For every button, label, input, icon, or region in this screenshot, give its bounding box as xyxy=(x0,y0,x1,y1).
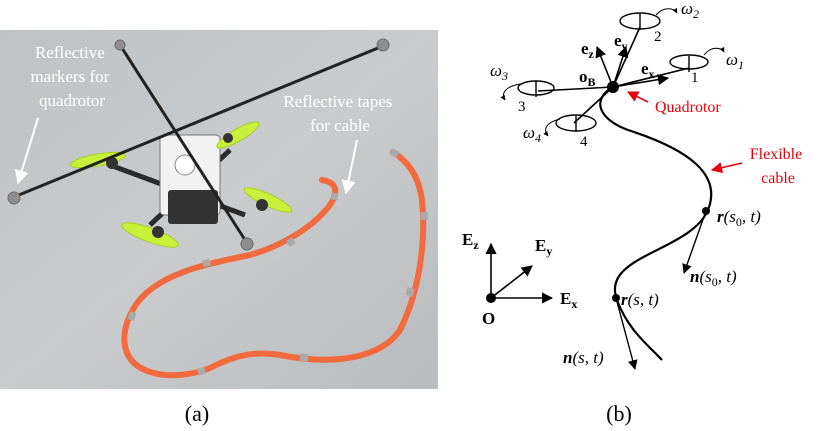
body-z-e: e xyxy=(581,39,589,58)
n0-rest: , t) xyxy=(718,267,737,286)
r-vec: r xyxy=(621,290,628,309)
label-r-s-t: r(s, t) xyxy=(621,290,659,309)
world-z-E: E xyxy=(462,230,473,249)
body-axis-x-label: ex xyxy=(641,59,655,81)
label-n-s-t: n(s, t) xyxy=(563,348,604,367)
normal-vector-s xyxy=(615,297,638,370)
rotor-4-number: 4 xyxy=(580,134,588,150)
photo-arrow-tapes xyxy=(341,139,358,195)
rotor-2-number: 2 xyxy=(654,29,662,45)
n-vec: n xyxy=(563,348,572,367)
body-x-e: e xyxy=(641,59,649,78)
r0-args: (s xyxy=(724,207,737,226)
cable-arrow xyxy=(710,162,743,174)
n0-sub: 0 xyxy=(712,275,718,289)
world-y-E: E xyxy=(535,236,546,255)
world-axis-x-label: Ex xyxy=(560,289,577,311)
n-args: (s, t) xyxy=(572,348,604,367)
tapes-line-1: Reflective tapes xyxy=(283,92,392,111)
photo-label-markers: Reflective markers for quadrotor xyxy=(30,43,113,110)
r0-rest: , t) xyxy=(742,207,761,226)
caption-b: (b) xyxy=(606,401,632,426)
body-frame-axes xyxy=(595,45,670,88)
photo-label-tapes: Reflective tapes for cable xyxy=(283,92,396,135)
schematic-panel: ω1 ω2 ω3 ω4 1 2 3 4 ez ey ex oB Quadroto… xyxy=(462,0,806,370)
world-x-sub: x xyxy=(571,297,577,311)
omega-3-sub: 3 xyxy=(501,69,508,83)
world-y-sub: y xyxy=(546,244,552,258)
world-axis-y-label: Ey xyxy=(535,236,552,258)
markers-line-1: Reflective xyxy=(35,43,105,62)
n0-vec: n xyxy=(690,267,699,286)
label-r-s0-t: r(s0, t) xyxy=(717,207,761,229)
rotor-3-number: 3 xyxy=(518,99,526,115)
world-axis-z-label: Ez xyxy=(462,230,479,252)
cable-label: Flexible cable xyxy=(750,146,806,187)
world-origin xyxy=(486,293,496,303)
rotor-2 xyxy=(619,7,678,30)
photo-arrow-markers xyxy=(15,117,39,185)
rotor-1-number: 1 xyxy=(691,70,699,86)
photo-cable xyxy=(121,149,427,379)
omega-1-label: ω1 xyxy=(726,50,744,72)
body-axis-z-label: ez xyxy=(581,39,595,61)
body-y-sub: y xyxy=(622,39,628,53)
body-z-sub: z xyxy=(589,47,595,61)
body-x-sub: x xyxy=(649,67,655,81)
markers-line-3: quadrotor xyxy=(39,91,105,110)
markers-line-2: markers for xyxy=(30,67,109,86)
body-origin-sub: B xyxy=(588,75,596,89)
omega-1-base: ω xyxy=(726,50,738,69)
cable-label-line-2: cable xyxy=(761,170,795,187)
cable-label-line-1: Flexible xyxy=(750,146,802,163)
photo-panel: Reflective markers for quadrotor Reflect… xyxy=(0,30,438,389)
omega-2-label: ω2 xyxy=(681,0,699,21)
cable-curve xyxy=(599,86,713,361)
omega-2-sub: 2 xyxy=(693,7,699,21)
r0-vec: r xyxy=(717,207,724,226)
quadrotor-label: Quadrotor xyxy=(655,99,721,116)
photo-marker-rods xyxy=(12,43,385,245)
label-n-s0-t: n(s0, t) xyxy=(690,267,737,289)
omega-1-sub: 1 xyxy=(738,58,744,72)
omega-4-base: ω xyxy=(523,123,535,142)
omega-3-label: ω3 xyxy=(490,61,508,83)
body-y-e: e xyxy=(614,31,622,50)
omega-3-base: ω xyxy=(490,61,502,80)
world-z-sub: z xyxy=(473,238,479,252)
omega-4-sub: 4 xyxy=(535,131,541,145)
photo-cable-tapes xyxy=(127,147,428,376)
n0-args: (s xyxy=(699,267,712,286)
body-axis-y-label: ey xyxy=(614,31,628,53)
rotor-1 xyxy=(669,46,725,72)
r-args: (s, t) xyxy=(628,290,660,309)
rotor-4 xyxy=(543,114,597,137)
body-origin-label: oB xyxy=(579,67,596,89)
world-x-E: E xyxy=(560,289,571,308)
tapes-line-2: for cable xyxy=(310,116,370,135)
quadrotor-arrow xyxy=(626,91,649,103)
photo-markers xyxy=(7,38,390,251)
omega-2-base: ω xyxy=(681,0,693,18)
rotor-3 xyxy=(500,80,555,101)
world-origin-label: O xyxy=(482,309,495,328)
r0-sub: 0 xyxy=(736,215,742,229)
caption-a: (a) xyxy=(185,401,209,426)
omega-4-label: ω4 xyxy=(523,123,541,145)
body-origin-o: o xyxy=(579,67,588,86)
normal-vector-s0 xyxy=(682,210,707,274)
world-frame-axes xyxy=(485,242,554,304)
